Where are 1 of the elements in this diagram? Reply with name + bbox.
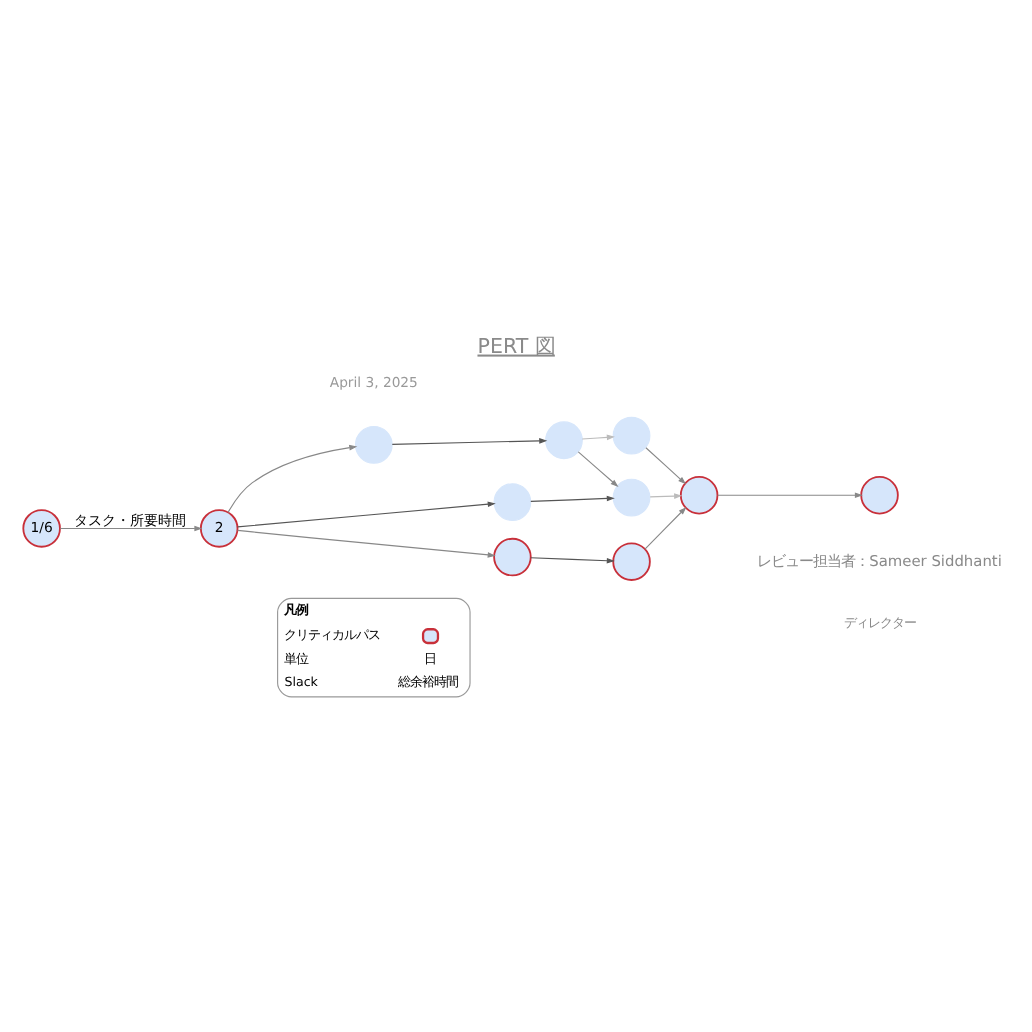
diagram-title: PERT 図 — [476, 333, 554, 358]
